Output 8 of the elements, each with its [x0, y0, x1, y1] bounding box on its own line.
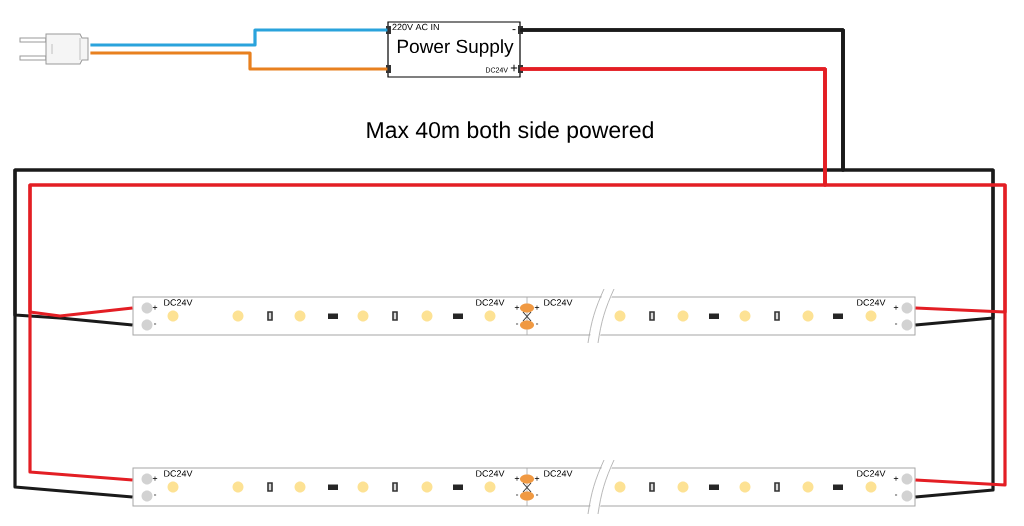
plug-drawing — [19, 33, 89, 65]
terminal-sign: - — [512, 29, 516, 31]
input-label: 220V AC IN — [392, 23, 439, 31]
unit-label: Power Supply — [397, 39, 514, 57]
wire — [90, 51, 388, 71]
terminal-sign: + — [510, 64, 518, 72]
wire — [90, 28, 388, 47]
heading: Max 40m both side powered — [367, 121, 653, 143]
